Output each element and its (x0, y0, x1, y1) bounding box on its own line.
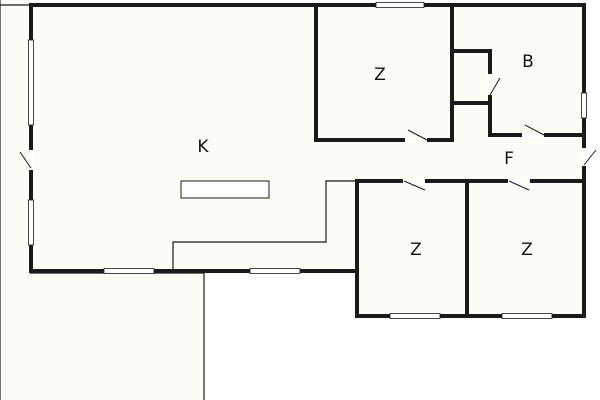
windows (28, 2, 587, 319)
door-left-exterior (19, 151, 32, 169)
terrace-lower (0, 270, 204, 400)
room-label-bedroom-top: Z (374, 65, 386, 85)
door-top-bedroom (407, 129, 428, 141)
kitchen-island (180, 180, 270, 199)
door-bedroom-bottom-left (403, 180, 426, 191)
house-floor-lower (356, 180, 584, 316)
terrace-area (0, 0, 30, 275)
room-label-bedroom-bottom-left: Z (410, 240, 422, 260)
window-bottom-bedroom-left (389, 313, 441, 319)
room-label-bedroom-bottom-right: Z (521, 240, 533, 260)
door-closet (489, 77, 501, 96)
room-label-hallway: F (504, 149, 514, 169)
door-bathroom (524, 124, 545, 136)
window-bottom-left (103, 268, 155, 274)
window-left-upper (28, 39, 34, 126)
window-bottom-mid (249, 268, 301, 274)
door-bedroom-bottom-right (508, 180, 530, 191)
window-left-lower (28, 199, 34, 246)
door-right-exterior (583, 149, 597, 166)
interior-walls (314, 3, 586, 318)
room-label-main: K (197, 137, 209, 157)
kitchen-outline (172, 180, 357, 271)
window-bath-right (581, 92, 587, 119)
room-labels: K Z B F Z Z (197, 52, 533, 260)
window-bottom-bedroom-right (501, 313, 553, 319)
room-label-bathroom: B (522, 52, 534, 72)
doors (19, 74, 597, 191)
floor-fills (0, 0, 584, 400)
window-top-bedroom (375, 2, 425, 8)
